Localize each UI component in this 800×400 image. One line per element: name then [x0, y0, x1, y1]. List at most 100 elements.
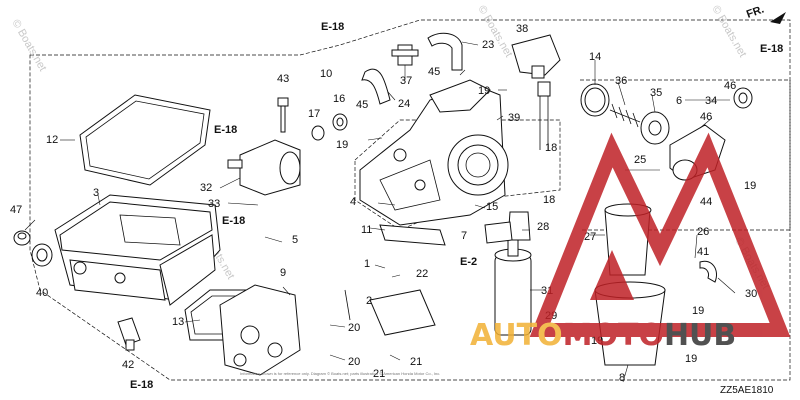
ref-e18: E-18 — [760, 43, 783, 55]
callout-14: 14 — [589, 51, 601, 63]
ref-e18: E-18 — [130, 379, 153, 391]
part-2-module — [344, 289, 436, 336]
logo-peak-icon — [590, 250, 634, 300]
diagram-code: ZZ5AE1810 — [720, 385, 774, 396]
callout-1: 1 — [364, 258, 370, 270]
part-31-pump — [494, 235, 532, 336]
logo-part1: AUTO — [470, 318, 563, 353]
callout-9: 9 — [280, 267, 286, 279]
front-label: FR. — [745, 3, 766, 20]
front-marker: FR. — [745, 3, 786, 24]
part-37-joint — [391, 44, 419, 66]
callout-46: 46 — [724, 80, 736, 92]
part-32-regulator — [227, 139, 301, 196]
callout-13: 13 — [172, 316, 184, 328]
logo-mountain-icon — [529, 132, 791, 337]
callout-46: 46 — [700, 111, 712, 123]
callout-19: 19 — [591, 335, 603, 347]
part-16-17-washers — [311, 113, 348, 141]
part-47-cap — [13, 230, 31, 246]
callout-22: 22 — [416, 268, 428, 280]
part-12-gasket — [79, 94, 211, 186]
part-42-bolt — [117, 317, 141, 351]
callout-3: 3 — [93, 187, 99, 199]
callout-47: 47 — [10, 204, 22, 216]
ref-e18: E-18 — [222, 215, 245, 227]
callout-35: 35 — [650, 87, 662, 99]
callout-27: 27 — [584, 231, 596, 243]
ref-e18: E-18 — [214, 124, 237, 136]
callout-25: 25 — [634, 154, 646, 166]
callout-19: 19 — [685, 353, 697, 365]
callout-15: 15 — [486, 201, 498, 213]
callout-numbers: 1 2 3 4 5 6 7 8 9 10 11 12 13 14 15 16 1… — [10, 23, 757, 384]
callout-41: 41 — [697, 246, 709, 258]
callout-19: 19 — [692, 305, 704, 317]
watermark-text: © Boats.net — [709, 4, 748, 60]
callout-24: 24 — [398, 98, 410, 110]
part-11-bracket — [379, 224, 446, 246]
callout-7: 7 — [461, 230, 467, 242]
callout-23: 23 — [482, 39, 494, 51]
part-40-seal — [31, 243, 53, 267]
callout-39: 39 — [508, 112, 520, 124]
part-3-separator-body — [54, 194, 221, 306]
callout-21: 21 — [373, 368, 385, 380]
callout-45: 45 — [356, 99, 368, 111]
cross-references: E-18 E-18 E-18 E-18 E-18 E-2 — [130, 21, 783, 391]
callout-40: 40 — [36, 287, 48, 299]
part-23-hose — [427, 32, 463, 71]
callout-19: 19 — [744, 180, 756, 192]
callout-8: 8 — [619, 372, 625, 384]
part-9-cover — [219, 284, 301, 376]
callout-19: 19 — [336, 139, 348, 151]
part-46-cap — [733, 87, 753, 109]
callout-37: 37 — [400, 75, 412, 87]
callout-45: 45 — [428, 66, 440, 78]
callout-12: 12 — [46, 134, 58, 146]
ref-e2: E-2 — [460, 256, 477, 268]
callout-10: 10 — [320, 68, 332, 80]
part-26-clip — [699, 260, 717, 283]
part-14-oring — [580, 83, 610, 117]
callout-6: 6 — [676, 95, 682, 107]
leader-lines — [24, 41, 736, 383]
brand-logo: AUTOMOTOHUB — [470, 132, 791, 353]
logo-part3: HUB — [664, 318, 736, 353]
part-43-bolt — [277, 97, 289, 133]
part-38-sensor — [511, 34, 561, 79]
part-36-spring — [609, 103, 641, 128]
part-39-harness — [537, 81, 551, 150]
fine-print: Information shown is for reference only.… — [240, 371, 440, 376]
watermark-text: © Boats.net — [9, 18, 48, 74]
callout-28: 28 — [537, 221, 549, 233]
callout-2: 2 — [366, 295, 372, 307]
part-35-impeller — [640, 111, 670, 145]
callout-18: 18 — [545, 142, 557, 154]
callout-20: 20 — [348, 322, 360, 334]
callout-36: 36 — [615, 75, 627, 87]
callout-30: 30 — [745, 288, 757, 300]
callout-18: 18 — [543, 194, 555, 206]
ref-e18: E-18 — [321, 21, 344, 33]
callout-20: 20 — [348, 356, 360, 368]
part-7-connector — [484, 221, 513, 244]
logo-part2: MOTO — [563, 318, 664, 353]
callout-17: 17 — [308, 108, 320, 120]
callout-34: 34 — [705, 95, 717, 107]
callout-43: 43 — [277, 73, 289, 85]
part-24-hose — [361, 68, 391, 105]
callout-19: 19 — [478, 85, 490, 97]
callout-11: 11 — [361, 224, 372, 236]
callout-4: 4 — [350, 196, 356, 208]
callout-26: 26 — [697, 226, 709, 238]
callout-42: 42 — [122, 359, 134, 371]
front-arrow-icon — [770, 12, 786, 24]
callout-16: 16 — [333, 93, 345, 105]
watermark-text: © Boats.net — [475, 4, 514, 60]
part-4-throttle-body — [359, 79, 509, 226]
callout-44: 44 — [700, 196, 712, 208]
callout-32: 32 — [200, 182, 212, 194]
